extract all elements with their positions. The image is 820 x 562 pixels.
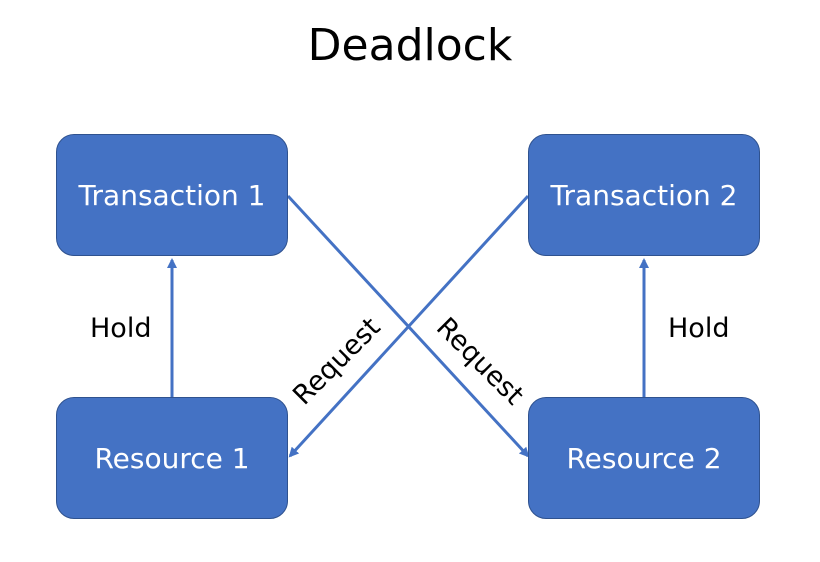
edge-label-hold-right: Hold: [668, 313, 730, 344]
request-arrow-transaction2-to-resource1: [288, 194, 530, 458]
node-transaction-1: Transaction 1: [56, 134, 288, 256]
node-transaction-2: Transaction 2: [528, 134, 760, 256]
diagram-title: Deadlock: [307, 20, 513, 71]
node-resource-2: Resource 2: [528, 397, 760, 519]
node-resource-1: Resource 1: [56, 397, 288, 519]
edge-label-hold-left: Hold: [90, 313, 152, 344]
